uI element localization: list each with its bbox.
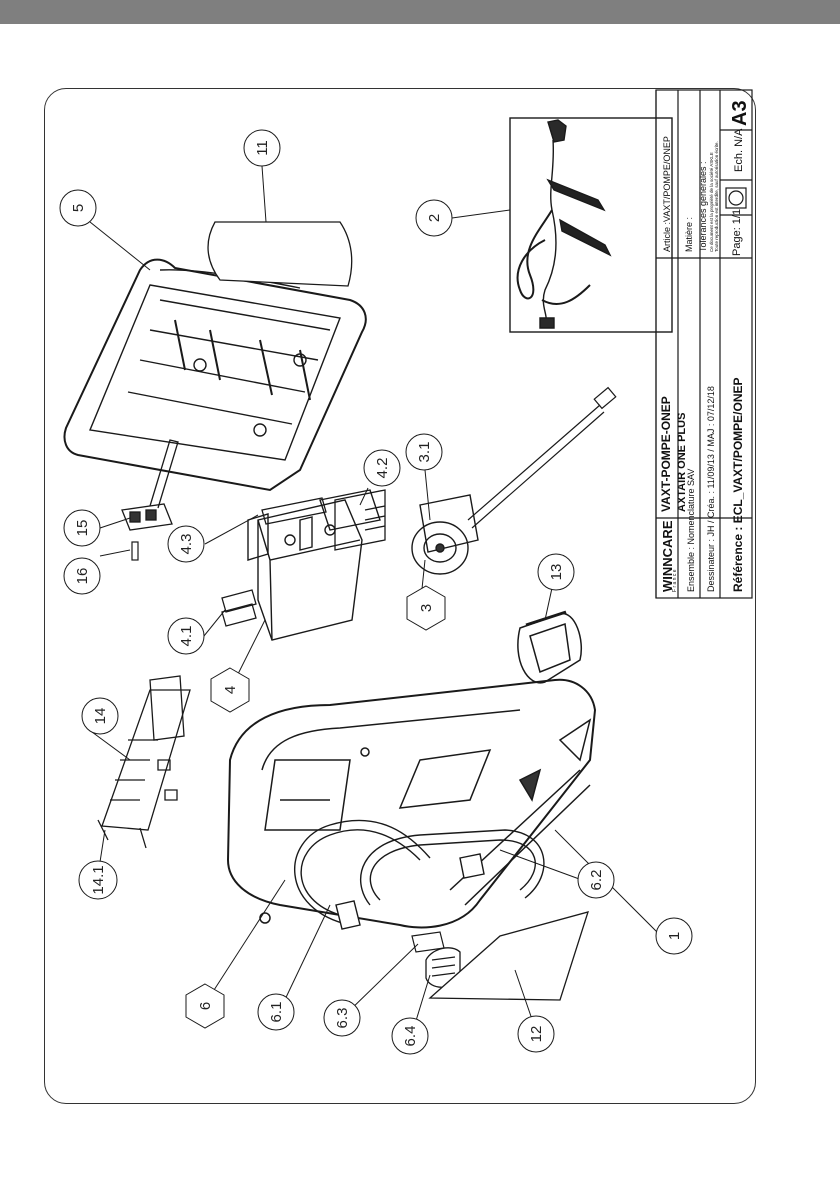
callout-label: 13 <box>548 564 565 581</box>
matiere-text: Matière : <box>684 217 694 252</box>
callout-6-3: 6.3 <box>323 999 361 1037</box>
format-text: A3 <box>729 100 751 126</box>
callout-label: 4.3 <box>178 534 195 555</box>
callout-label: 6.3 <box>334 1008 351 1029</box>
callout-16: 16 <box>63 557 101 595</box>
part-11-label <box>207 221 353 287</box>
part-4-pump <box>247 489 381 641</box>
leader-lines <box>89 165 661 1029</box>
part-14-pcb <box>97 675 191 849</box>
callout-1: 1 <box>655 917 693 955</box>
part-4-3-holder <box>261 497 327 525</box>
callout-4-1: 4.1 <box>167 617 205 655</box>
callout-14: 14 <box>81 697 119 735</box>
callout-11: 11 <box>243 129 281 167</box>
callout-12: 12 <box>517 1015 555 1053</box>
callout-4: 4 <box>210 667 250 713</box>
callout-label: 3.1 <box>416 442 433 463</box>
callout-label: 14.1 <box>90 865 107 894</box>
callout-4-2: 4.2 <box>363 449 401 487</box>
callout-13: 13 <box>537 553 575 591</box>
callout-6: 6 <box>185 983 225 1029</box>
callout-6-2: 6.2 <box>577 861 615 899</box>
part-3-motor <box>411 494 479 575</box>
title-block-text: WINNCARE F r a n c e VAXT-POMPE-ONEP AXT… <box>659 100 751 592</box>
header-bar <box>0 0 840 24</box>
callout-3-1: 3.1 <box>405 433 443 471</box>
part-6-1-tube <box>294 819 431 930</box>
callout-label: 3 <box>418 604 435 612</box>
title-block <box>655 89 753 599</box>
product-name: AXTAIR ONE PLUS <box>676 413 688 512</box>
logo-sub: F r a n c e <box>672 569 678 592</box>
article-text: Article :VAXT/POMPE/ONEP <box>662 136 672 252</box>
part-12-label <box>428 911 589 1001</box>
part-2-power-cable <box>509 117 673 333</box>
callout-5: 5 <box>59 189 97 227</box>
callout-2: 2 <box>415 199 453 237</box>
callout-label: 4.2 <box>374 458 391 479</box>
tolerances-label: Tolérances générales : <box>698 161 708 252</box>
callout-3: 3 <box>406 585 446 631</box>
designer-text: Dessinateur : JH / Créa. : 11/09/13 / MA… <box>706 386 716 592</box>
callout-label: 16 <box>74 568 91 585</box>
callout-label: 6.4 <box>402 1026 419 1047</box>
callout-label: 2 <box>426 214 443 222</box>
part-15-connector <box>121 439 179 531</box>
callout-label: 4.1 <box>178 626 195 647</box>
callout-6-1: 6.1 <box>257 993 295 1031</box>
copyright-line-1: Ce document est la propriété de la socié… <box>709 152 714 252</box>
callout-label: 11 <box>254 140 271 156</box>
drawing-frame <box>44 88 756 1104</box>
callout-label: 4 <box>222 686 239 694</box>
part-3-1-cable <box>467 386 617 529</box>
part-4-2-plate <box>334 489 386 551</box>
copyright-line-2: Toute reproduction est interdite, sauf a… <box>714 141 719 252</box>
callout-4-3: 4.3 <box>167 525 205 563</box>
callout-label: 5 <box>70 204 87 212</box>
logo-main: WINNCARE <box>660 520 675 592</box>
part-13-handle-insert <box>517 610 582 684</box>
scale-text: Ech. N/A <box>733 128 745 172</box>
part-4-1-bracket <box>221 589 257 627</box>
callout-label: 6 <box>197 1002 214 1010</box>
callout-15: 15 <box>63 509 101 547</box>
callout-6-4: 6.4 <box>391 1017 429 1055</box>
callout-label: 12 <box>528 1026 545 1043</box>
callout-label: 15 <box>74 520 91 537</box>
part-1-bottom-housing <box>226 678 597 929</box>
part-6-2-tube <box>360 829 545 906</box>
page-number: Page: 1/1 <box>731 209 743 256</box>
callout-label: 1 <box>666 932 683 940</box>
drawing-code: VAXT-POMPE-ONEP <box>659 396 673 512</box>
callout-label: 6.2 <box>588 870 605 891</box>
part-5-top-housing <box>63 258 367 492</box>
callout-14-1: 14.1 <box>78 860 118 900</box>
part-16-pin <box>131 541 139 561</box>
callout-label: 14 <box>92 708 109 725</box>
ensemble-text: Ensemble : Nomenclature SAV <box>686 469 696 592</box>
reference-text: Référence : ECL_VAXT/POMPE/ONEP <box>731 378 745 593</box>
callout-label: 6.1 <box>268 1002 285 1023</box>
